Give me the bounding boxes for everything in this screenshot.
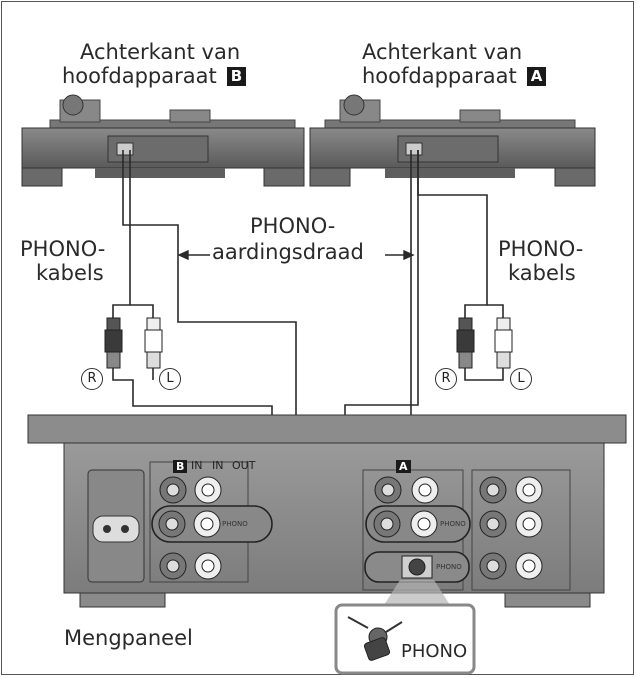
mixer-in-label-2: IN <box>212 459 224 472</box>
cables-right-line1: PHONO- <box>498 237 584 261</box>
unit-a-label-line2: hoofdapparaat <box>362 64 517 88</box>
ground-wire-line1: PHONO- <box>250 214 336 238</box>
turntable-b <box>21 94 305 187</box>
cables-right-line2: kabels <box>508 261 576 285</box>
ground-wire-line2: aardingsdraad <box>212 240 364 264</box>
detail-phono-label: PHONO <box>401 641 468 662</box>
plug-marker-l-b: L <box>159 368 181 390</box>
unit-a-badge: A <box>526 67 547 86</box>
mixer-phono-label-b: PHONO <box>222 520 248 528</box>
unit-b-label: hoofdapparaat B <box>62 64 247 88</box>
plug-marker-r-b: R <box>81 368 103 390</box>
mixer-body <box>27 414 627 608</box>
ground-terminal-detail <box>334 580 476 675</box>
phono-plugs-a <box>456 317 513 369</box>
mixer-badge-b: B <box>173 460 188 473</box>
unit-a-label-line1: Achterkant van <box>362 40 523 64</box>
plug-marker-l-a: L <box>510 368 532 390</box>
mixer-ground-label: PHONO <box>436 563 462 571</box>
cables-left-line1: PHONO- <box>20 237 106 261</box>
mixer-name: Mengpaneel <box>64 626 193 650</box>
cables-left-line2: kabels <box>36 261 104 285</box>
phono-plugs-b <box>104 317 163 369</box>
plug-marker-r-a: R <box>435 368 457 390</box>
unit-b-label-line2: hoofdapparaat <box>62 64 217 88</box>
mixer-in-label-1: IN <box>191 459 203 472</box>
mixer-out-label: OUT <box>232 459 256 472</box>
turntable-a <box>309 94 596 187</box>
mixer-phono-label-a: PHONO <box>440 520 466 528</box>
unit-b-badge: B <box>226 67 247 86</box>
mixer-badge-a: A <box>396 460 411 473</box>
unit-a-label: hoofdapparaat A <box>362 64 547 88</box>
unit-b-label-line1: Achterkant van <box>80 40 241 64</box>
ground-wire-arrows <box>177 249 415 261</box>
